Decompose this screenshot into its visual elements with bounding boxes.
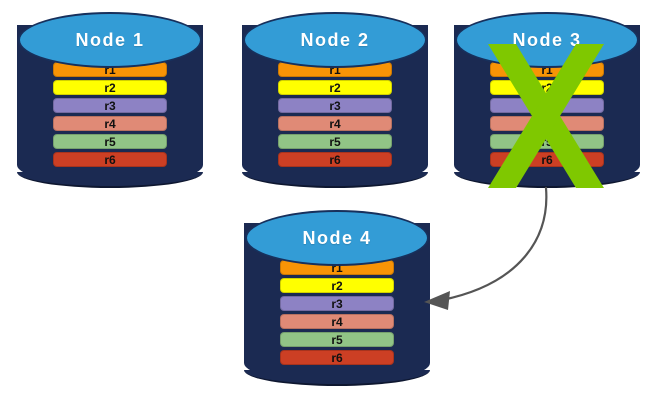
node-2-top-ellipse [243,12,427,68]
node-1-row-r2: r2 [53,80,167,95]
node-3-cylinder[interactable]: r1 r2 r3 r4 r5 r6 Node 3 [454,12,640,188]
node-1-row-r3: r3 [53,98,167,113]
node-2-row-r5: r5 [278,134,392,149]
node-2-row-r2: r2 [278,80,392,95]
node-2-rows: r1 r2 r3 r4 r5 r6 [243,62,427,167]
node-2-row-r3: r3 [278,98,392,113]
node-3-row-r3: r3 [490,98,604,113]
node-1-label: Node 1 [75,29,145,50]
node-3-row-r2: r2 [490,80,604,95]
node-2-cylinder[interactable]: r1 r2 r3 r4 r5 r6 Node 2 [242,12,428,188]
node-4-label: Node 4 [302,227,372,248]
node-1-top-ellipse [18,12,202,68]
node-3-row-r5: r5 [490,134,604,149]
node-2-row-r4: r4 [278,116,392,131]
node-4-cylinder[interactable]: r1 r2 r3 r4 r5 r6 Node 4 [244,210,430,386]
node-1-row-r4: r4 [53,116,167,131]
node-1-cylinder[interactable]: r1 r2 r3 r4 r5 r6 Node 1 [17,12,203,188]
node-1-row-r6: r6 [53,152,167,167]
node-4-row-r4: r4 [280,314,394,329]
recovery-arrow-icon [424,186,548,310]
node-3-label: Node 3 [512,29,582,50]
node-4-top-ellipse [245,210,429,266]
node-4-row-r2: r2 [280,278,394,293]
node-4-row-r3: r3 [280,296,394,311]
node-2-row-r6: r6 [278,152,392,167]
node-1-row-r5: r5 [53,134,167,149]
node-4-row-r5: r5 [280,332,394,347]
node-3-rows: r1 r2 r3 r4 r5 r6 [455,62,639,167]
node-1-rows: r1 r2 r3 r4 r5 r6 [18,62,202,167]
node-3-row-r4: r4 [490,116,604,131]
node-4-row-r6: r6 [280,350,394,365]
node-2-label: Node 2 [300,29,370,50]
node-3-row-r6: r6 [490,152,604,167]
